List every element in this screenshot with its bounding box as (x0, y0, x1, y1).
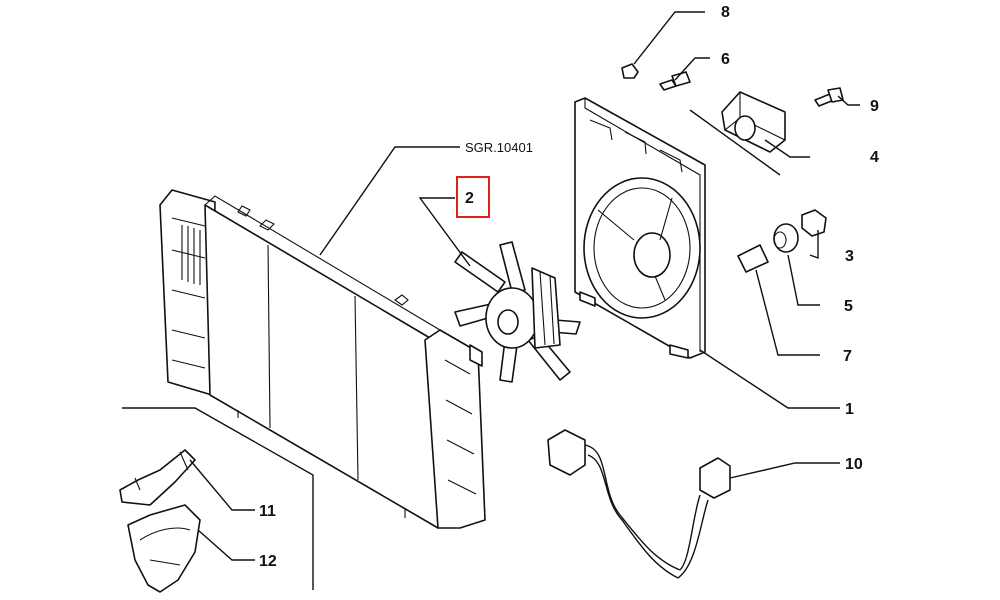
grommet-5 (773, 223, 799, 253)
callout-5[interactable]: 5 (844, 298, 853, 315)
wiring-harness-10 (547, 429, 731, 579)
callout-number: 3 (845, 248, 854, 265)
callout-2[interactable]: 2 (465, 190, 474, 207)
callout-number: 9 (870, 98, 879, 115)
callout-1[interactable]: 1 (845, 401, 854, 418)
callout-11[interactable]: 11 (259, 503, 276, 520)
leader-lines (122, 11, 860, 590)
bracket-12 (127, 504, 201, 593)
callout-number: 8 (721, 4, 730, 21)
bolt-6 (659, 71, 691, 91)
radiator (159, 189, 486, 529)
cooling-fan (454, 241, 581, 383)
callout-number: 6 (721, 51, 730, 68)
callout-number: 7 (843, 348, 852, 365)
resistor-4 (721, 91, 786, 153)
callout-number: 2 (465, 190, 474, 207)
clip-8 (621, 63, 639, 79)
callout-number: 12 (259, 553, 277, 570)
bracket-11 (119, 449, 196, 506)
callout-number: 10 (845, 456, 863, 473)
callout-6[interactable]: 6 (721, 51, 730, 68)
callout-3[interactable]: 3 (845, 248, 854, 265)
fan-shroud (574, 97, 706, 359)
callout-8[interactable]: 8 (721, 4, 730, 21)
callout-10[interactable]: 10 (845, 456, 863, 473)
callout-number: 11 (259, 503, 276, 520)
callout-4[interactable]: 4 (870, 149, 879, 166)
callout-number: 5 (844, 298, 853, 315)
callout-highlight-box (456, 176, 490, 218)
callout-7[interactable]: 7 (843, 348, 852, 365)
callout-number: 4 (870, 149, 879, 166)
callout-9[interactable]: 9 (870, 98, 879, 115)
callout-12[interactable]: 12 (259, 553, 277, 570)
spacer-7 (737, 244, 769, 273)
nut-3 (801, 209, 827, 237)
reference-code: SGR.10401 (465, 140, 533, 155)
callout-number: 1 (845, 401, 854, 418)
